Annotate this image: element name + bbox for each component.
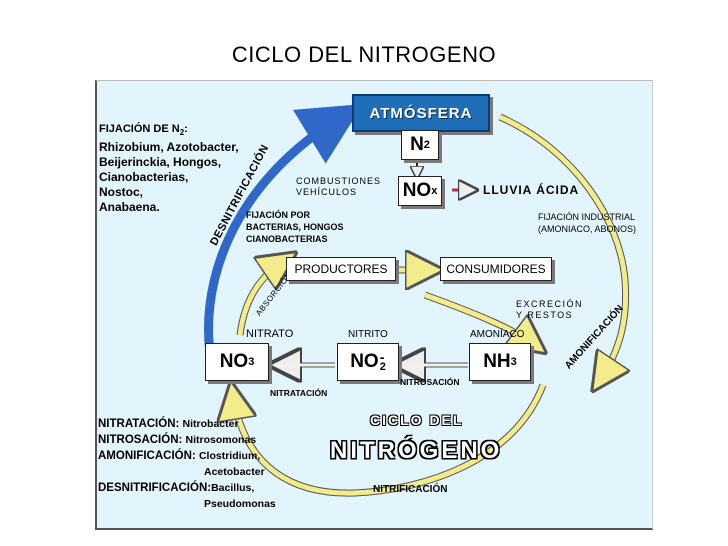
fijacion-industrial-line-2: (AMONIACO, ABONOS) (538, 224, 637, 234)
legend-row: AMONIFICACIÓN: Clostridium, (98, 448, 276, 464)
fijacion-n2-heading: FIJACIÓN DE N2: (99, 122, 239, 140)
no2-formula: NO (350, 351, 379, 372)
no3-formula: NO (219, 351, 249, 372)
legend-organism: Bacillus, (211, 482, 255, 494)
fijacion-n2-block: FIJACIÓN DE N2: Rhizobium, Azotobacter, … (99, 122, 239, 215)
cycle-arrows (204, 103, 650, 497)
ciclo-del-heading: CICLO DEL (370, 412, 464, 428)
fijacion-bacterias-line-3: CIANOBACTERIAS (246, 234, 328, 244)
nitratacion-label: NITRATACIÓN (270, 388, 328, 398)
legend-row: DESNITRIFICACIÓN:Bacillus, (98, 480, 276, 496)
consumidores-box: CONSUMIDORES (440, 257, 552, 281)
legend-organism: Clostridium, (198, 450, 261, 462)
atmosphere-label: ATMÓSFERA (369, 104, 473, 122)
legend-process: NITRATACIÓN: (98, 418, 180, 430)
bacteria-legend: NITRATACIÓN: Nitrobacter NITROSACIÓN: Ni… (98, 416, 276, 512)
combustion-label: COMBUSTIONES VEHÍCULOS (296, 176, 381, 198)
legend-process: NITROSACIÓN: (98, 434, 183, 446)
nitrato-label: NITRATO (246, 328, 294, 340)
legend-process: DESNITRIFICACIÓN: (98, 482, 212, 494)
n2-formula: N (410, 134, 424, 155)
legend-organism: Acetobacter (204, 466, 265, 478)
fijacion-organism-5: Anabaena. (99, 200, 160, 215)
fijacion-organism-3: Cianobacterias, (99, 170, 189, 185)
nitrito-label: NITRITO (348, 329, 388, 340)
legend-row: Acetobacter (98, 464, 276, 480)
excrecion-line-2: Y RESTOS (516, 310, 574, 320)
legend-row: Pseudomonas (98, 496, 276, 512)
productores-box: PRODUCTORES (286, 257, 396, 281)
legend-organism: Nitrobacter (182, 418, 239, 430)
nox-formula: NO (402, 180, 432, 201)
legend-row: NITROSACIÓN: Nitrosomonas (98, 432, 276, 448)
nox-subscript: x (431, 185, 438, 197)
nitrogen-cycle-ring (233, 113, 626, 497)
fijacion-n2-subscript: 2 (179, 128, 185, 138)
nitrificacion-label: NITRIFICACIÓN (373, 484, 448, 495)
combustion-line-1: COMBUSTIONES (296, 176, 382, 186)
legend-process: AMONIFICACIÓN: (98, 450, 196, 462)
legend-organism: Pseudomonas (204, 498, 276, 510)
fijacion-organism-2: Beijerinckia, Hongos, (99, 155, 222, 170)
nitrosacion-label: NITROSACIÓN (400, 377, 460, 387)
page-title: CICLO DEL NITROGENO (231, 42, 497, 67)
no3-subscript: 3 (248, 356, 255, 368)
nh3-formula: NH (483, 351, 511, 372)
combustion-line-2: VEHÍCULOS (296, 187, 358, 197)
nh3-subscript: 3 (510, 356, 517, 368)
fijacion-n2-colon: : (184, 123, 188, 135)
fijacion-bacterias-line-1: FIJACIÓN POR (246, 210, 311, 220)
fijacion-n2-heading-text: FIJACIÓN DE N (99, 123, 180, 135)
legend-row: NITRATACIÓN: Nitrobacter (98, 416, 276, 432)
n2-subscript: 2 (423, 139, 430, 151)
atmosphere-box: ATMÓSFERA (352, 94, 490, 132)
excrecion-line-1: EXCRECIÓN (516, 299, 584, 309)
fijacion-bacterias-line-2: BACTERIAS, HONGOS (246, 222, 344, 232)
lluvia-acida-label: LLUVIA ÁCIDA (483, 183, 580, 197)
fijacion-organism-4: Nostoc, (99, 185, 144, 200)
amoniaco-label: AMONÍACO (470, 329, 525, 340)
fijacion-industrial-line-1: FIJACIÓN INDUSTRIAL (538, 212, 636, 222)
productores-label: PRODUCTORES (294, 262, 388, 276)
fijacion-industrial-label: FIJACIÓN INDUSTRIAL (AMONIACO, ABONOS) (538, 211, 636, 235)
no2-charge: - (379, 348, 385, 365)
consumidores-label: CONSUMIDORES (446, 262, 546, 276)
excrecion-label: EXCRECIÓN Y RESTOS (516, 299, 583, 321)
no2-subscript: 2 (379, 360, 386, 373)
fijacion-organism-1: Rhizobium, Azotobacter, (99, 140, 239, 155)
fijacion-bacterias-label: FIJACIÓN POR BACTERIAS, HONGOS CIANOBACT… (246, 209, 344, 245)
legend-organism: Nitrosomonas (185, 434, 257, 446)
desnitrificacion-arrow (204, 103, 364, 371)
nitrogeno-heading: NITRÓGENO (330, 437, 503, 464)
no2-box: NO-2 (337, 343, 399, 381)
